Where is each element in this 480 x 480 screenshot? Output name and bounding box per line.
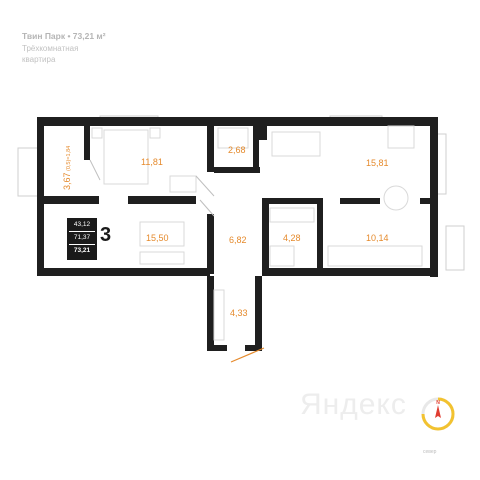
room-area-living: 15,81 xyxy=(366,158,389,168)
wall-corridor-bottom-left xyxy=(207,345,227,351)
door-hall xyxy=(195,175,215,197)
wall-mid-left xyxy=(37,196,99,204)
bed-1 xyxy=(103,129,149,185)
walls xyxy=(37,117,438,351)
page-subtitle: Трёхкомнатная квартира xyxy=(22,43,106,65)
kitchen-counter xyxy=(327,245,423,267)
wall-bottom-left xyxy=(37,268,210,276)
wall-kitchen-top xyxy=(340,198,380,204)
room-area-hall: 6,82 xyxy=(229,235,247,245)
wall-kitchen-stub xyxy=(420,198,438,204)
bed-2 xyxy=(139,221,185,247)
room-area-balcony-coeff: (0,5)=1,84 xyxy=(66,146,72,171)
bath-sink xyxy=(217,127,249,149)
bathtub xyxy=(269,207,315,223)
sofa xyxy=(271,131,321,157)
door-bedroom2 xyxy=(199,199,215,217)
entrance-door xyxy=(230,347,265,363)
window-left xyxy=(17,147,39,197)
area-summary-box: 43,12 71,37 73,21 xyxy=(67,218,97,260)
desk-1 xyxy=(169,175,197,193)
wall-right xyxy=(430,117,438,277)
door-balcony xyxy=(89,159,101,181)
nightstand-2 xyxy=(149,127,161,139)
nightstand-1 xyxy=(91,127,103,139)
room-area-bathroom2: 4,28 xyxy=(283,233,301,243)
page-title: Твин Парк • 73,21 м² xyxy=(22,31,106,41)
living-area-value: 43,12 xyxy=(73,221,91,228)
wall-v-1 xyxy=(207,120,214,172)
room-area-kitchen: 10,14 xyxy=(366,233,389,243)
room-area-bedroom2: 15,50 xyxy=(146,233,169,243)
compass-north-label: N xyxy=(436,400,440,406)
doors xyxy=(89,159,215,217)
area-summary-badge: 43,12 71,37 73,21 3 xyxy=(67,218,129,260)
summary-divider-2 xyxy=(69,244,95,245)
page-header: Твин Парк • 73,21 м² Трёхкомнатная кварт… xyxy=(22,31,106,65)
wall-bottom-right xyxy=(262,268,438,276)
dining-table xyxy=(383,185,409,211)
watermark-logo: Яндекс xyxy=(300,388,407,421)
room-area-bedroom: 11,81 xyxy=(141,157,163,167)
compass-icon: N xyxy=(421,397,455,431)
wall-bath-bottom xyxy=(214,167,260,173)
rooms-count: 3 xyxy=(100,224,112,246)
washing-machine xyxy=(269,245,295,267)
subtitle-line-1: Трёхкомнатная xyxy=(22,44,79,53)
wall-corridor-right xyxy=(255,276,262,351)
wall-corridor-left xyxy=(207,276,214,351)
area-without-balcony-value: 71,37 xyxy=(73,234,91,241)
room-area-bathroom: 2,68 xyxy=(228,145,246,155)
wall-living-stub xyxy=(259,120,267,140)
summary-divider-1 xyxy=(69,231,95,232)
subtitle-line-2: квартира xyxy=(22,55,56,64)
wall-v-2 xyxy=(207,214,214,274)
wall-v-3 xyxy=(253,120,259,172)
wardrobe xyxy=(213,289,225,341)
compass-label: север xyxy=(423,449,437,455)
wall-mid-center xyxy=(128,196,196,204)
wall-bath2-top xyxy=(262,198,322,204)
wall-top xyxy=(37,117,437,126)
furniture xyxy=(91,125,423,341)
wall-balcony xyxy=(84,122,90,160)
dresser xyxy=(139,251,185,265)
armchair xyxy=(387,125,415,149)
total-area-value: 73,21 xyxy=(73,247,91,254)
wall-bath2-left xyxy=(262,198,269,276)
room-area-corridor: 4,33 xyxy=(230,308,248,318)
window-right-bottom xyxy=(445,225,465,271)
wall-bath2-right xyxy=(317,198,323,270)
room-area-balcony: 3,67 xyxy=(62,172,72,190)
wall-corridor-bottom-right xyxy=(245,345,262,351)
